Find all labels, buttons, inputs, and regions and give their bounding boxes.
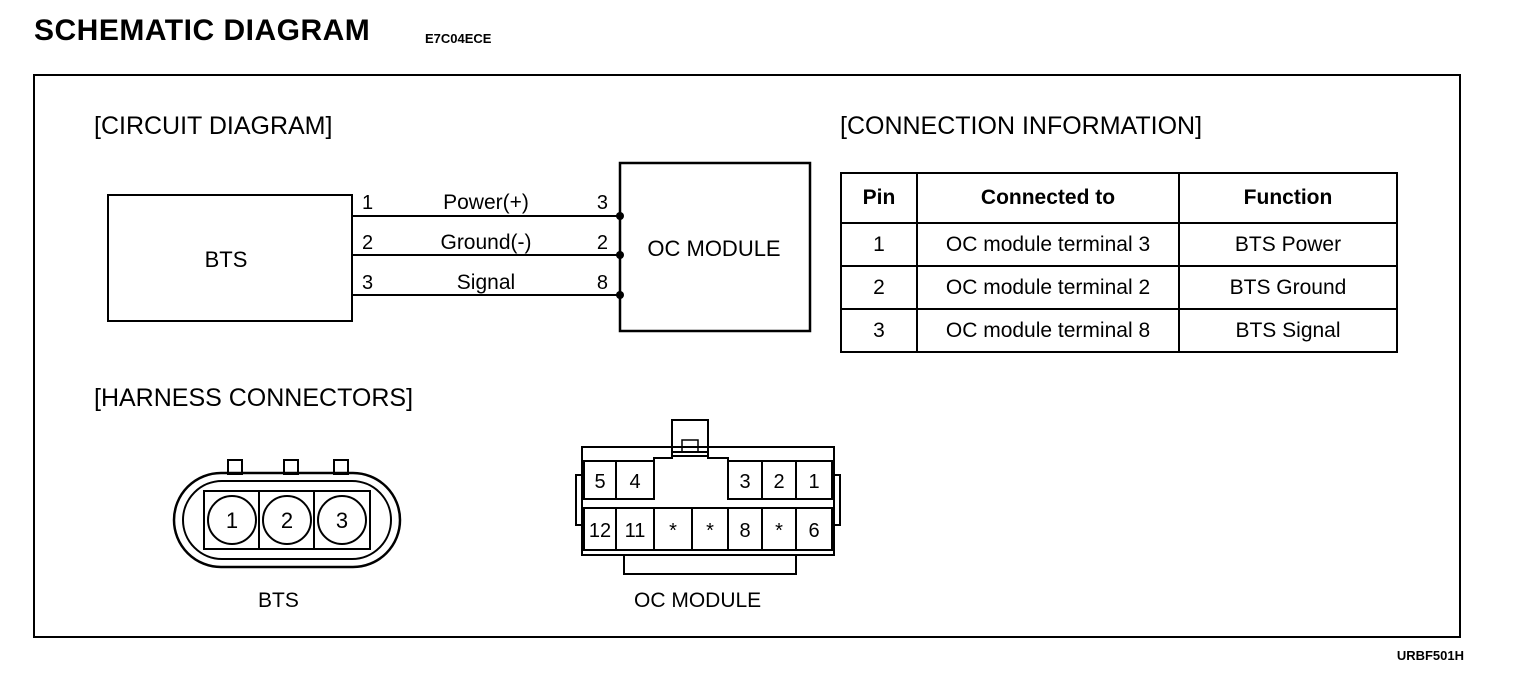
table-cell: 2 — [840, 265, 918, 310]
figure-code: URBF501H — [1396, 648, 1464, 663]
junction-dot — [616, 291, 624, 299]
oc-connector-pin: 8 — [739, 520, 750, 542]
oc-connector-pin: 4 — [629, 471, 640, 493]
circuit-heading: [CIRCUIT DIAGRAM] — [94, 112, 333, 140]
wire-name: Ground(-) — [440, 231, 531, 254]
table-cell: OC module terminal 2 — [916, 265, 1180, 310]
column-header-pin: Pin — [840, 172, 918, 224]
harness-heading: [HARNESS CONNECTORS] — [94, 384, 414, 412]
table-cell: OC module terminal 8 — [916, 308, 1180, 353]
oc-module-box — [618, 161, 812, 333]
wire-right-pin: 3 — [597, 192, 608, 214]
table-row: 3 OC module terminal 8 BTS Signal — [840, 308, 1398, 353]
table-cell: BTS Signal — [1178, 308, 1398, 353]
wire-right-pin: 8 — [597, 272, 608, 294]
oc-connector-pin: * — [706, 520, 714, 542]
junction-dot — [616, 251, 624, 259]
bts-box-label: BTS — [205, 247, 248, 272]
connection-table: Pin Connected to Function 1 OC module te… — [840, 172, 1398, 353]
oc-connector-pin: 1 — [808, 471, 819, 493]
table-cell: OC module terminal 3 — [916, 222, 1180, 267]
document-code: E7C04ECE — [425, 31, 492, 46]
column-header-function: Function — [1178, 172, 1398, 224]
oc-connector-label: OC MODULE — [634, 589, 762, 612]
connection-heading: [CONNECTION INFORMATION] — [840, 112, 1203, 140]
oc-connector-pin: 12 — [589, 520, 611, 542]
table-cell: BTS Power — [1178, 222, 1398, 267]
junction-dot — [616, 212, 624, 220]
wire-left-pin: 3 — [362, 272, 373, 294]
oc-module-box-label: OC MODULE — [647, 236, 780, 261]
table-cell: BTS Ground — [1178, 265, 1398, 310]
oc-connector-pin: 6 — [808, 520, 819, 542]
bts-connector-label: BTS — [258, 589, 299, 612]
oc-connector-pin: 5 — [594, 471, 605, 493]
table-cell: 1 — [840, 222, 918, 267]
bts-connector-pin: 1 — [226, 508, 238, 533]
wire-left-pin: 1 — [362, 192, 373, 214]
wire-name: Power(+) — [443, 191, 529, 214]
wire-left-pin: 2 — [362, 232, 373, 254]
table-row: 2 OC module terminal 2 BTS Ground — [840, 265, 1398, 310]
oc-connector-pin: 11 — [625, 520, 646, 542]
oc-connector-pin: * — [775, 520, 783, 542]
bts-box — [107, 194, 353, 322]
bts-connector — [172, 459, 402, 569]
oc-module-connector — [575, 419, 841, 575]
oc-connector-pin: 3 — [739, 471, 750, 493]
table-row: 1 OC module terminal 3 BTS Power — [840, 222, 1398, 267]
diagram-frame — [33, 74, 1461, 638]
wire-right-pin: 2 — [597, 232, 608, 254]
page-title: SCHEMATIC DIAGRAM — [34, 14, 371, 47]
column-header-connected-to: Connected to — [916, 172, 1180, 224]
table-header-row: Pin Connected to Function — [840, 172, 1398, 224]
table-cell: 3 — [840, 308, 918, 353]
oc-connector-pin: 2 — [773, 471, 784, 493]
bts-connector-pin: 3 — [336, 508, 348, 533]
bts-connector-pin: 2 — [281, 508, 293, 533]
oc-connector-pin: * — [669, 520, 677, 542]
wire-name: Signal — [457, 271, 515, 294]
